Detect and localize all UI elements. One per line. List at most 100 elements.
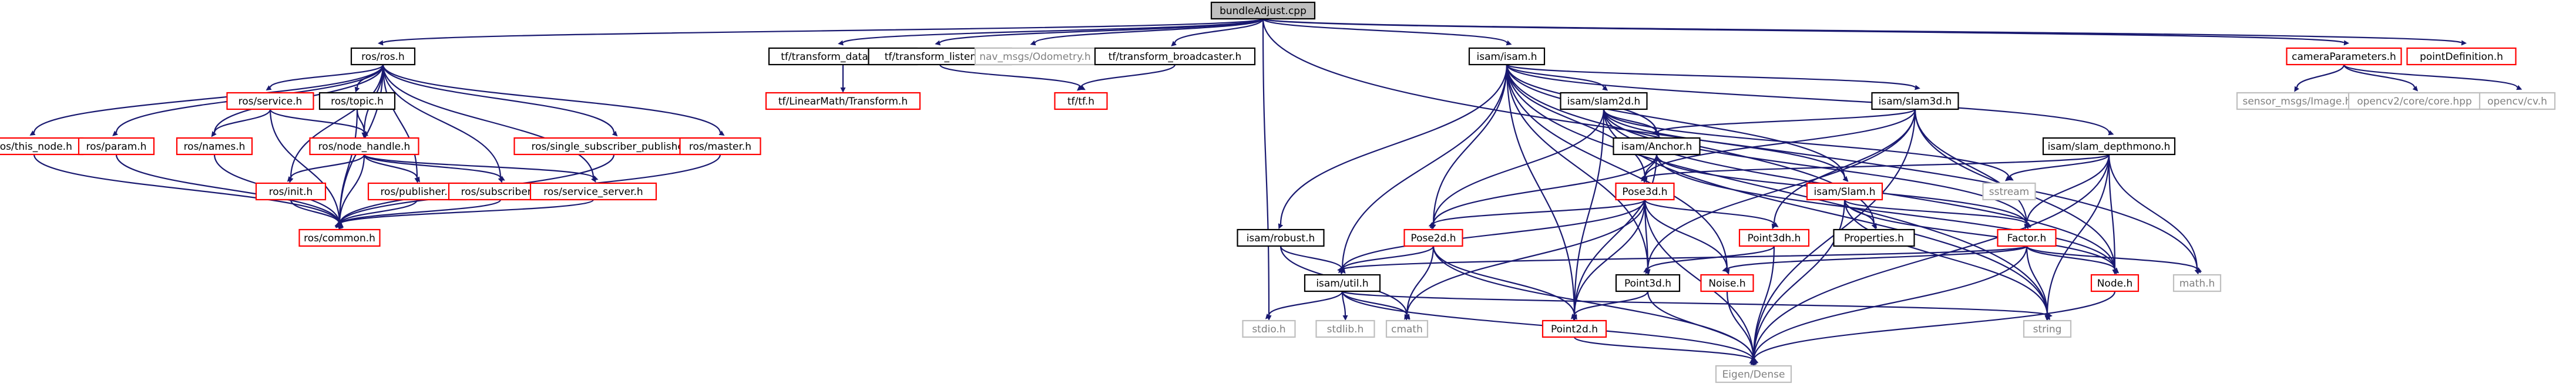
edge-point2d-to-eigen [1573, 336, 1759, 364]
node-label: ros/master.h [689, 141, 751, 153]
node-label: Node.h [2097, 278, 2133, 290]
node-properties[interactable]: Properties.h [1833, 228, 1915, 247]
node-label: Point3dh.h [1748, 233, 1801, 244]
node-label: ros/subscriber.h [461, 186, 540, 198]
edge-isamh-to-slam3d [1506, 63, 1920, 90]
node-servicesrv[interactable]: ros/service_server.h [529, 182, 657, 201]
node-label: tf/transform_broadcaster.h [1109, 51, 1242, 63]
node-string: string [2023, 319, 2072, 338]
node-slam3d[interactable]: isam/slam3d.h [1871, 92, 1959, 110]
edge-nodehandle-to-init [287, 154, 365, 182]
node-box [298, 228, 381, 247]
node-master[interactable]: ros/master.h [679, 137, 761, 156]
node-param[interactable]: ros/param.h [78, 137, 155, 156]
node-cvcore: opencv2/core/core.hpp [2347, 92, 2481, 110]
edge-robust-to-util [1279, 245, 1346, 274]
edge-arrowhead [1842, 176, 1849, 182]
node-nodeh[interactable]: Node.h [2090, 274, 2140, 292]
node-box [1871, 92, 1959, 110]
edge-arrowhead [287, 176, 293, 182]
edge-arrowhead [2196, 267, 2202, 272]
edge-topic-to-nodehandle [356, 109, 367, 138]
edge-bundle-to-camparams [1262, 18, 2349, 46]
edge-arrowhead [266, 85, 272, 91]
node-camparams[interactable]: cameraParameters.h [2286, 47, 2402, 66]
node-box [1210, 1, 1316, 20]
node-names[interactable]: ros/names.h [176, 137, 253, 156]
node-label: Properties.h [1844, 233, 1904, 244]
node-label: opencv/cv.h [2487, 96, 2547, 107]
node-label: isam/isam.h [1476, 51, 1537, 63]
edge-arrowhead [840, 88, 846, 93]
node-noise[interactable]: Noise.h [1700, 274, 1754, 292]
node-point2d[interactable]: Point2d.h [1541, 319, 1607, 338]
node-stdlib: stdlib.h [1315, 319, 1375, 338]
edge-arrowhead [1871, 223, 1877, 230]
edge-pose3d-to-point3dh [1644, 199, 1779, 227]
node-box [1613, 137, 1701, 156]
node-isamh[interactable]: isam/isam.h [1468, 47, 1546, 66]
node-linmath[interactable]: tf/LinearMath/Transform.h [765, 92, 921, 110]
node-util[interactable]: isam/util.h [1304, 274, 1381, 292]
edge-arrowhead [2412, 85, 2419, 92]
node-box [1560, 92, 1648, 110]
node-label: Point2d.h [1551, 324, 1598, 335]
edge-isamh-to-slam2d [1506, 64, 1608, 91]
node-service[interactable]: ros/service.h [226, 92, 314, 110]
edge-arrowhead [112, 130, 118, 136]
node-factor[interactable]: Factor.h [1997, 228, 2057, 247]
edge-servicesrv-to-common [334, 198, 595, 227]
edge-rosros-to-thisnode [29, 64, 384, 136]
node-box [1541, 319, 1607, 338]
node-slamdepth[interactable]: isam/slam_depthmono.h [2042, 137, 2176, 156]
node-label: tf/tf.h [1067, 96, 1094, 107]
node-thisnode[interactable]: ros/this_node.h [0, 137, 84, 156]
edge-arrowhead [2343, 40, 2349, 46]
edge-bundle-to-pointdef [1262, 18, 2467, 46]
node-box [1385, 319, 1429, 338]
edge-tfdt-to-linmath [840, 65, 846, 93]
node-slam2d[interactable]: isam/slam2d.h [1560, 92, 1648, 110]
edge-isamh-to-slamdepth [1506, 64, 2114, 136]
node-topic[interactable]: ros/topic.h [318, 92, 396, 110]
node-box [1806, 182, 1883, 201]
node-label: isam/slam_depthmono.h [2048, 141, 2171, 153]
node-label: tf/transform_listener.h [885, 51, 996, 63]
node-robust[interactable]: isam/robust.h [1237, 228, 1325, 247]
node-box [1315, 319, 1375, 338]
edge-arrowhead [499, 176, 505, 181]
node-box [1615, 182, 1675, 201]
node-pointdef[interactable]: pointDefinition.h [2406, 47, 2517, 66]
node-pose2d[interactable]: Pose2d.h [1403, 228, 1463, 247]
node-bundle[interactable]: bundleAdjust.cpp [1210, 1, 1316, 20]
edge-arrowhead [1265, 313, 1271, 319]
node-nodehandle[interactable]: ros/node_handle.h [309, 137, 419, 156]
node-tftf[interactable]: tf/tf.h [1054, 92, 1108, 110]
node-box [679, 137, 761, 156]
node-box [1237, 228, 1325, 247]
edge-arrowhead [1722, 267, 1728, 272]
node-label: ros/topic.h [331, 96, 384, 107]
edge-bundle-to-tflist [935, 18, 1264, 46]
node-init[interactable]: ros/init.h [255, 182, 327, 201]
node-slamh[interactable]: isam/Slam.h [1806, 182, 1883, 201]
node-label: Eigen/Dense [1722, 369, 1785, 381]
node-label: isam/robust.h [1247, 233, 1315, 244]
node-box [318, 92, 396, 110]
node-point3dh[interactable]: Point3dh.h [1738, 228, 1810, 247]
edge-arrowhead [718, 130, 725, 136]
node-pose3d[interactable]: Pose3d.h [1615, 182, 1675, 201]
node-box [1094, 47, 1256, 66]
edge-camparams-to-sensorimg [2294, 64, 2345, 92]
node-cmath: cmath [1385, 319, 1429, 338]
node-rosros[interactable]: ros/ros.h [350, 47, 416, 66]
edge-arrowhead [935, 40, 941, 46]
node-anchor[interactable]: isam/Anchor.h [1613, 137, 1701, 156]
edge-arrowhead [2516, 85, 2523, 90]
node-common[interactable]: ros/common.h [298, 228, 381, 247]
edge-tflist-to-tftf [939, 64, 1086, 90]
node-label: ros/this_node.h [0, 141, 72, 153]
node-point3d[interactable]: Point3d.h [1615, 274, 1681, 292]
node-label: Pose3d.h [1622, 186, 1667, 198]
node-tfbc[interactable]: tf/transform_broadcaster.h [1094, 47, 1256, 66]
